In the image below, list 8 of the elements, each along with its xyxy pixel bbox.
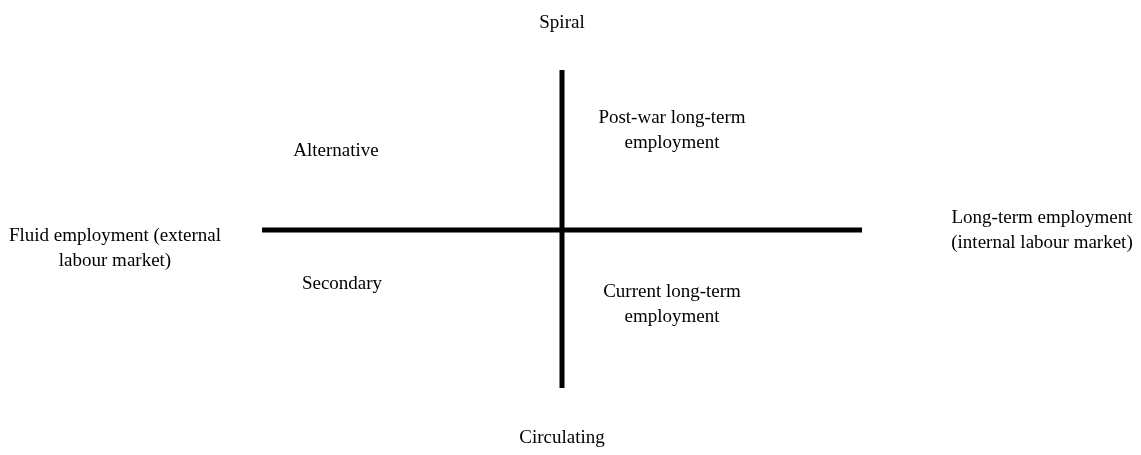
quadrant-label: Current long-term employment bbox=[602, 279, 742, 328]
axis-label: Circulating bbox=[518, 424, 606, 449]
axis-label: Spiral bbox=[538, 9, 586, 34]
quadrant-label: Alternative bbox=[292, 137, 380, 162]
quadrant-label: Secondary bbox=[300, 270, 384, 295]
axis-label: Long-term employment (internal labour market) bbox=[950, 205, 1134, 254]
quadrant-label: Post-war long-term employment bbox=[597, 105, 747, 154]
axis-label: Fluid employment (external labour market) bbox=[7, 223, 223, 272]
